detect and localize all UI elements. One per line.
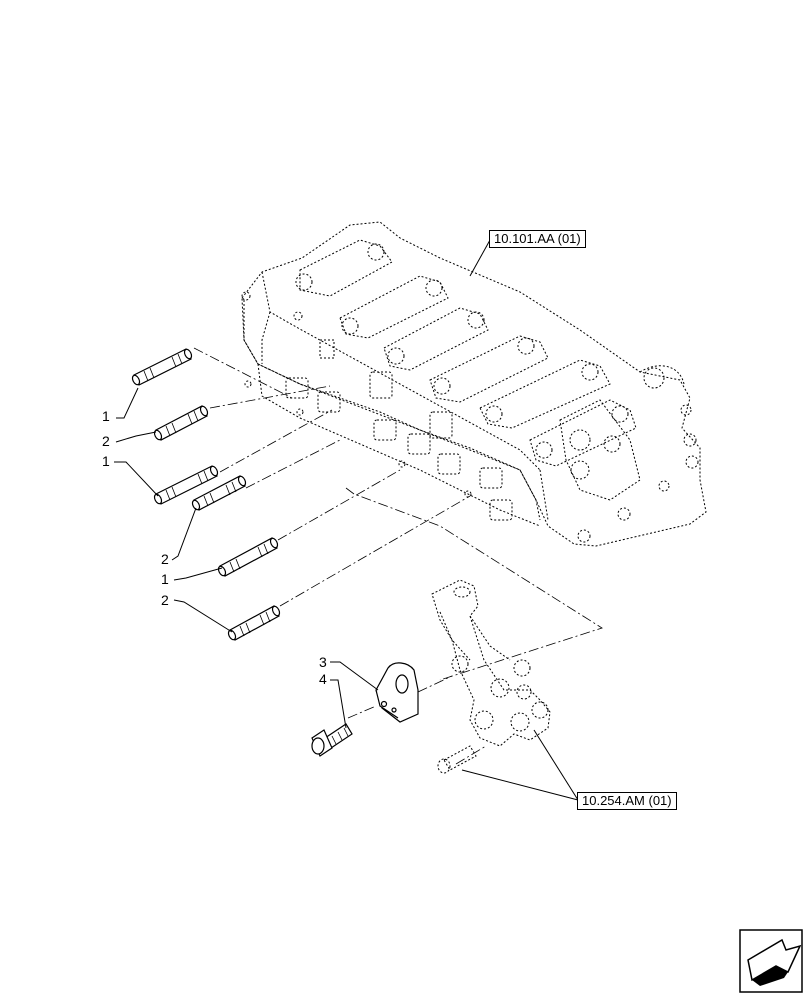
reference-cylinder-head[interactable]: 10.101.AA (01) — [489, 230, 586, 248]
callout-1-bottom: 1 — [161, 571, 169, 587]
leader-lines — [114, 239, 579, 801]
callout-2-bottom: 2 — [161, 592, 169, 608]
callout-1-middle: 1 — [102, 453, 110, 469]
forward-arrow-icon[interactable] — [739, 929, 803, 993]
bracket-item-3 — [375, 662, 419, 723]
stud-1-top — [131, 348, 193, 386]
bracket-assembly-outline — [431, 579, 551, 774]
stud-1-bottom — [217, 537, 279, 577]
callout-3: 3 — [319, 654, 327, 670]
stud-1-middle — [153, 465, 219, 505]
callout-2-top: 2 — [102, 433, 110, 449]
reference-bracket-assembly[interactable]: 10.254.AM (01) — [577, 792, 677, 810]
alignment-centerlines — [193, 347, 603, 765]
callout-1-top: 1 — [102, 408, 110, 424]
callout-4: 4 — [319, 671, 327, 687]
cylinder-head-outline — [241, 221, 707, 547]
callout-labels: 1 2 1 2 1 2 3 4 — [102, 408, 327, 687]
bolt-item-4 — [311, 723, 353, 757]
callout-2-middle: 2 — [161, 551, 169, 567]
stud-items — [131, 348, 281, 641]
stud-2-bottom — [227, 605, 281, 641]
stud-2-top — [153, 405, 209, 441]
stud-2-middle — [191, 475, 247, 511]
